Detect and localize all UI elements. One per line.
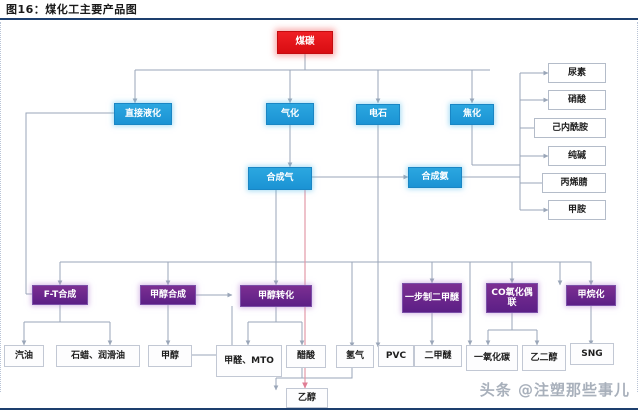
node-ethanol[interactable]: 乙醇 — [286, 388, 328, 408]
node-calcium-carbide[interactable]: 电石 — [356, 104, 400, 125]
node-ft-synthesis[interactable]: F-T合成 — [32, 285, 88, 305]
footer-divider — [0, 408, 638, 410]
node-formaldehyde-mto[interactable]: 甲醛、MTO — [216, 345, 282, 377]
node-one-step-dme[interactable]: 一步制二甲醚 — [402, 283, 462, 313]
node-methanol-synthesis[interactable]: 甲醇合成 — [140, 285, 196, 305]
node-coking[interactable]: 焦化 — [450, 104, 494, 125]
node-ammonia[interactable]: 合成氨 — [408, 167, 462, 188]
node-gasification[interactable]: 气化 — [266, 103, 314, 125]
node-methanol[interactable]: 甲醇 — [148, 345, 192, 367]
node-syngas[interactable]: 合成气 — [248, 167, 312, 190]
node-soda-ash[interactable]: 纯碱 — [548, 146, 606, 166]
node-paraffin-lube[interactable]: 石蜡、润滑油 — [56, 345, 140, 367]
watermark: 头条 @注塑那些事儿 — [479, 381, 630, 399]
node-ethylene-glycol[interactable]: 乙二醇 — [522, 345, 566, 371]
node-caprolactam[interactable]: 己内酰胺 — [534, 118, 606, 138]
node-methanol-conversion[interactable]: 甲醇转化 — [240, 285, 312, 307]
node-hydrogen[interactable]: 氢气 — [336, 345, 374, 368]
node-carbon-monoxide[interactable]: 一氧化碳 — [466, 345, 518, 371]
node-sng[interactable]: SNG — [570, 343, 614, 365]
node-dme[interactable]: 二甲醚 — [414, 345, 462, 367]
node-gasoline[interactable]: 汽油 — [4, 345, 44, 367]
node-pvc[interactable]: PVC — [378, 345, 414, 367]
node-nitric-acid[interactable]: 硝酸 — [548, 90, 606, 110]
node-acrylonitrile[interactable]: 丙烯腈 — [542, 173, 606, 193]
node-methylamine[interactable]: 甲胺 — [548, 200, 606, 220]
node-methanation[interactable]: 甲烷化 — [566, 285, 616, 306]
page-title: 图16：煤化工主要产品图 — [6, 3, 138, 16]
node-acetic-acid[interactable]: 醋酸 — [286, 345, 326, 368]
node-urea[interactable]: 尿素 — [548, 63, 606, 83]
node-co-oxidative-coupling[interactable]: CO氧化偶联 — [486, 283, 538, 313]
figure-title-bar: 图16：煤化工主要产品图 — [0, 0, 638, 20]
node-direct-liquefaction[interactable]: 直接液化 — [114, 103, 172, 125]
node-coal[interactable]: 煤碳 — [277, 31, 333, 54]
